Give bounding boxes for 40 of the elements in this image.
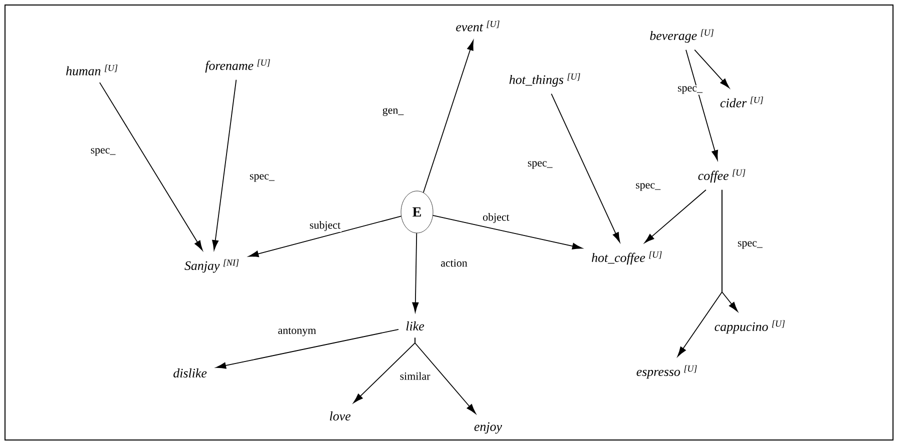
arrow	[686, 49, 718, 160]
concept-label: Sanjay $^{[NI]}$	[184, 259, 239, 273]
concept-label: love	[330, 411, 350, 421]
arrow	[212, 79, 237, 250]
arrow	[422, 40, 474, 193]
concept-label: espresso $^{[U]}$	[636, 365, 697, 379]
concept-label: dislike	[174, 368, 207, 378]
arrow	[722, 189, 738, 312]
edge-label: spec_	[634, 182, 662, 192]
arrow	[432, 215, 582, 250]
edge-label: spec_	[90, 147, 116, 157]
concept-label: human $^{[U]}$	[66, 64, 118, 76]
edge-label: object	[482, 212, 510, 224]
edge-label: gen_	[381, 107, 405, 117]
concept-label: like	[406, 321, 424, 331]
arrow	[694, 49, 730, 88]
concept-label: beverage $^{[U]}$	[650, 29, 714, 43]
concept-label: coffee $^{[U]}$	[698, 169, 746, 183]
edge-label: similar	[398, 371, 432, 381]
arrow	[414, 337, 476, 414]
arrow	[644, 189, 706, 244]
edge-label: spec_	[248, 173, 276, 183]
arrow	[216, 328, 399, 369]
arrow	[412, 232, 419, 312]
edge-label: spec_	[526, 160, 554, 170]
arrow	[550, 93, 620, 242]
concept-label: hot_things $^{[U]}$	[509, 73, 580, 87]
edge-label: action	[440, 258, 468, 268]
concept-label: cider $^{[U]}$	[720, 96, 764, 108]
arrow	[99, 82, 203, 251]
concept-label: hot_coffee $^{[U]}$	[592, 251, 662, 265]
edge-label: spec_	[736, 240, 764, 250]
concept-label: enjoy	[474, 422, 502, 434]
edge-label: subject	[308, 220, 342, 232]
concept-label: event $^{[U]}$	[456, 20, 500, 32]
arrow	[248, 216, 402, 258]
concept-label: cappucino $^{[U]}$	[714, 320, 785, 334]
edge-label: spec_	[676, 85, 704, 95]
edge-label: antonym	[276, 326, 318, 338]
concept-label: forename $^{[U]}$	[205, 59, 270, 73]
